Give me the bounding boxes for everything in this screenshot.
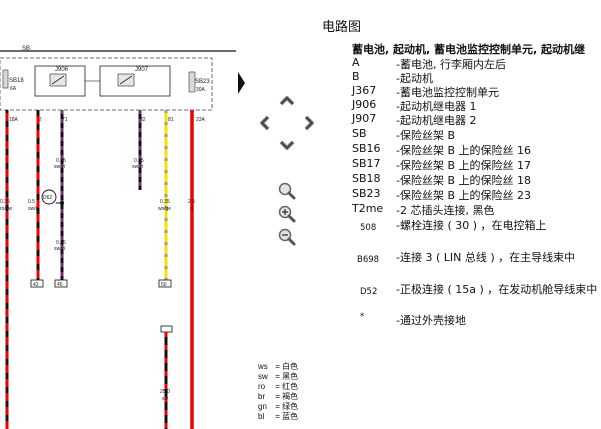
wire4-size: 0.35	[56, 240, 66, 246]
box-b-label: 45	[57, 282, 63, 288]
pan-controls	[256, 92, 322, 158]
wire8-color: sw	[162, 396, 169, 402]
wire8-size: 25.0	[160, 389, 170, 395]
zoom-out-icon[interactable]	[277, 227, 297, 247]
pan-right-icon[interactable]	[300, 114, 318, 132]
diagram-heading: 蓄电池, 起动机, 蓄电池监控控制单元, 起动机继	[352, 43, 586, 56]
terminal-18a: 18A	[9, 117, 19, 123]
wire3-size: 0.35	[56, 158, 66, 164]
terminal-81: 81	[168, 117, 174, 123]
page-title: 电路图	[322, 20, 362, 35]
label-sb: SB	[22, 46, 30, 52]
terminal-71: 71	[62, 117, 68, 123]
label-j907: J907	[135, 67, 149, 73]
panel-toggle-arrow-icon[interactable]	[238, 72, 245, 94]
box-c-label: 50	[161, 282, 167, 288]
box-a-label: 43	[33, 282, 39, 288]
wiring-diagram[interactable]: SB SB18 6A J906 J907 SB23 30A 18A 72 71 …	[0, 0, 238, 429]
wire3-color: sw/vi	[54, 164, 65, 170]
zoom-in-icon[interactable]	[277, 204, 297, 224]
color-legend-row: ro = 红色	[258, 382, 299, 391]
wire7-color: sw/vi	[132, 164, 143, 170]
terminal-82: 82	[140, 117, 146, 123]
wire-color-legend: ws = 白色 sw = 黑色 ro = 红色 br = 褐色 gn = 绿色 …	[258, 362, 298, 422]
wire7-size: 0.35	[134, 158, 144, 164]
fuse-sb23	[188, 71, 196, 93]
wire4-color: sw/vi	[54, 246, 65, 252]
pan-left-icon[interactable]	[256, 114, 274, 132]
label-d62: D62	[43, 195, 52, 201]
label-j906: J906	[55, 67, 69, 73]
wire2-color: sw/rt	[28, 206, 39, 212]
junction-d62	[41, 189, 57, 205]
color-legend-row: sw = 黑色	[258, 372, 299, 381]
color-legend-row: bl = 蓝色	[258, 412, 299, 421]
pan-up-icon[interactable]	[278, 92, 296, 110]
wire6-color: rt	[190, 206, 194, 212]
label-sb23: SB23	[195, 79, 210, 85]
color-legend-row: ws = 白色	[258, 362, 299, 371]
fuse-sb18	[2, 69, 9, 89]
pan-down-icon[interactable]	[278, 136, 296, 154]
connector-box-a	[30, 279, 44, 288]
color-legend-row: gn = 绿色	[258, 402, 299, 411]
label-sb23-amp: 30A	[196, 87, 206, 93]
wire6-size: 2.5	[188, 199, 195, 205]
wire1-color: ro/sw	[0, 206, 12, 212]
wire5-color: ws/ge	[158, 206, 171, 212]
label-sb18-amp: 6A	[10, 86, 17, 92]
wire2-size: 0.5	[28, 199, 35, 205]
connector-box-b	[54, 279, 68, 288]
terminal-23a: 23A	[196, 117, 206, 123]
magnifier-icon[interactable]	[277, 181, 297, 201]
label-sb18: SB18	[9, 78, 24, 84]
wire5-size: 0.35	[160, 199, 170, 205]
connector-box-d	[160, 325, 173, 333]
connector-box-c	[158, 279, 172, 288]
fuse-holder-frame	[0, 57, 213, 111]
wire1-size: 0.35	[0, 199, 10, 205]
color-legend-row: br = 褐色	[258, 392, 299, 401]
